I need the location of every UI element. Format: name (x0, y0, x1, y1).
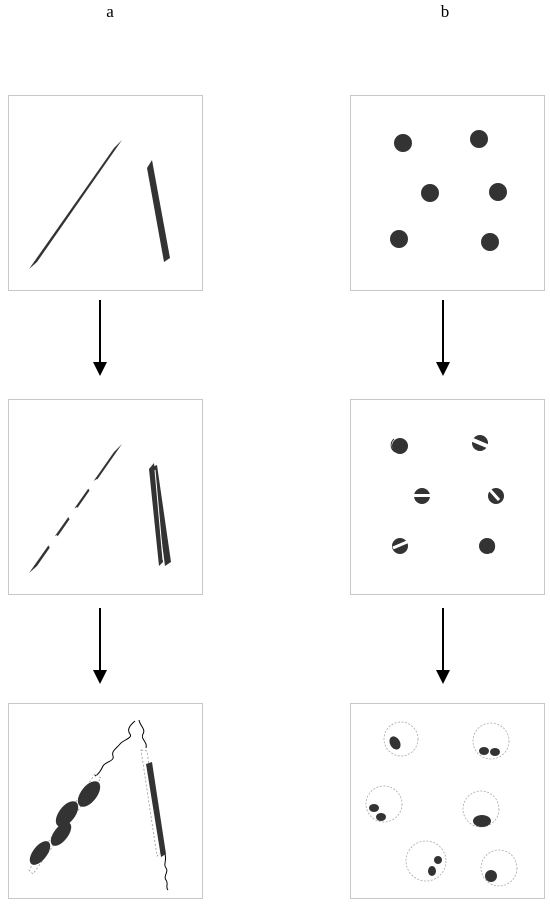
column-label-a: a (106, 2, 114, 21)
particle (55, 801, 79, 827)
panel-b-stage-2 (350, 399, 545, 595)
long-fiber (29, 140, 122, 269)
expanded-cell (480, 849, 518, 887)
particle (470, 130, 488, 148)
particle (394, 134, 412, 152)
panel-a-stage-3 (8, 703, 203, 899)
panel-b-stage-2-drawing (390, 435, 504, 554)
panel-b-stage-1 (350, 95, 545, 291)
particle (29, 841, 51, 865)
split-particle (471, 435, 489, 451)
particle (50, 822, 72, 846)
expanded-cell (472, 722, 510, 760)
split-particle (414, 488, 430, 504)
particle (77, 781, 101, 807)
panel-b-stage-3-drawing (365, 721, 518, 887)
split-particle (479, 538, 497, 554)
column-label-b: b (440, 2, 450, 21)
fiber-gap (86, 479, 102, 493)
panel-a-stage-2 (8, 399, 203, 595)
wavy-line-right (138, 719, 147, 749)
particle (489, 183, 507, 201)
split-particle (390, 438, 408, 454)
particle (390, 230, 408, 248)
fiber-outline-left (28, 773, 102, 875)
panel-a-stage-1 (8, 95, 203, 291)
arrow-down-icon (436, 300, 450, 376)
short-fiber (147, 160, 170, 262)
panel-b-stage-3 (350, 703, 545, 899)
expanded-cell (383, 721, 419, 757)
split-particle (392, 538, 408, 554)
expanded-cell (365, 785, 403, 823)
panel-b-stage-1-drawing (390, 130, 507, 251)
arrow-down-icon (436, 608, 450, 684)
particle (421, 184, 439, 202)
fiber-gap (66, 507, 82, 522)
panel-a-stage-1-drawing (29, 140, 170, 269)
panel-a-stage-2-drawing (29, 444, 171, 573)
arrow-down-icon (93, 300, 107, 376)
particle (481, 233, 499, 251)
split-fiber-left (149, 463, 163, 566)
expanded-cell (462, 790, 500, 828)
arrow-down-icon (93, 608, 107, 684)
short-fiber (146, 762, 166, 857)
panel-a-stage-3-drawing (28, 719, 169, 891)
expanded-cell (405, 840, 447, 882)
split-particle (488, 488, 504, 504)
wavy-line-left (94, 720, 136, 777)
fiber-gap (46, 535, 62, 550)
wavy-line-bottom (164, 853, 169, 891)
